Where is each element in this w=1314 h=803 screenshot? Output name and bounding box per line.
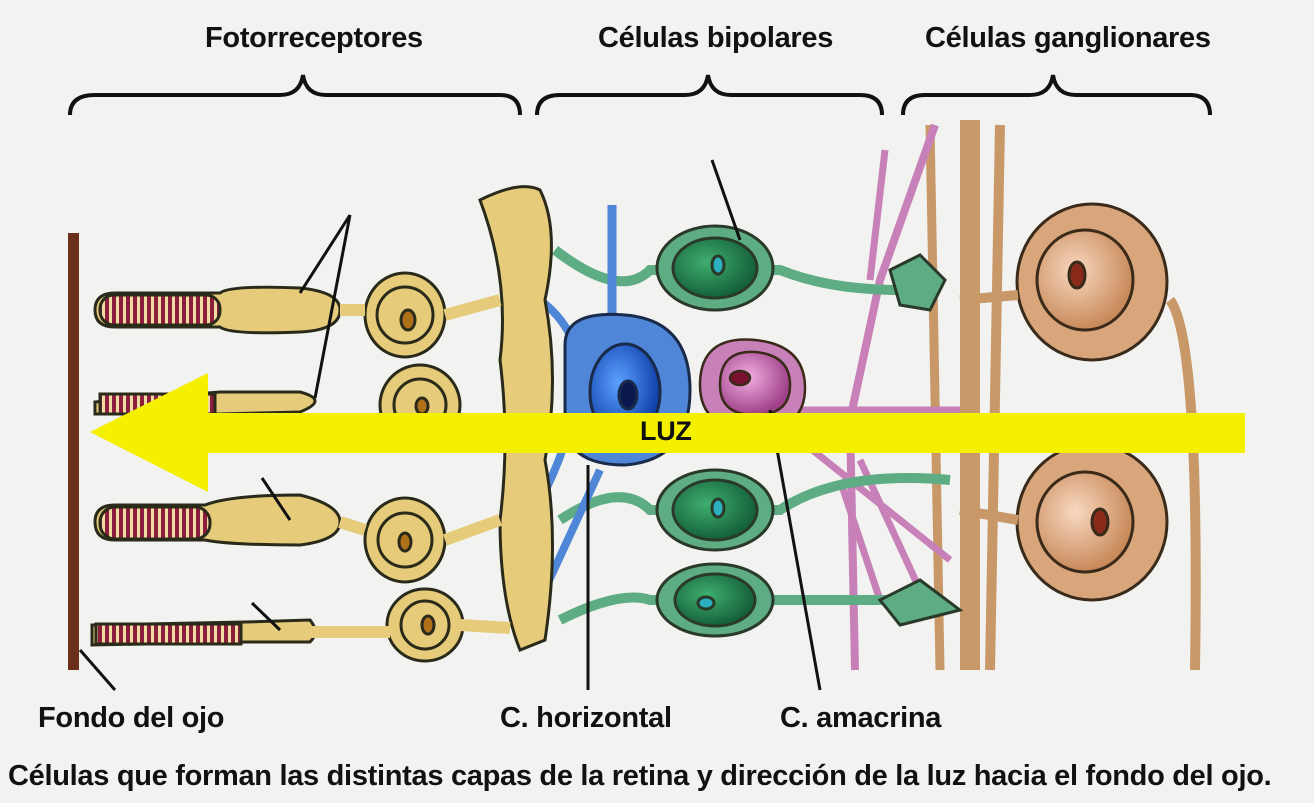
figure-caption: Células que forman las distintas capas d…: [8, 760, 1271, 793]
eye-back-wall: [68, 233, 79, 670]
group-label-ganglion: Células ganglionares: [925, 22, 1211, 55]
group-label-bipolar: Células bipolares: [598, 22, 833, 55]
ganglion-cells: [930, 120, 1196, 670]
light-arrow-label: LUZ: [640, 416, 692, 447]
label-amacrine-cell: C. amacrina: [780, 702, 941, 735]
brace-photoreceptors: [70, 75, 520, 115]
label-horizontal-cell: C. horizontal: [500, 702, 672, 735]
brace-ganglion: [903, 75, 1210, 115]
group-label-photoreceptors: Fotorreceptores: [205, 22, 423, 55]
label-eye-back: Fondo del ojo: [38, 702, 224, 735]
brace-bipolar: [537, 75, 882, 115]
